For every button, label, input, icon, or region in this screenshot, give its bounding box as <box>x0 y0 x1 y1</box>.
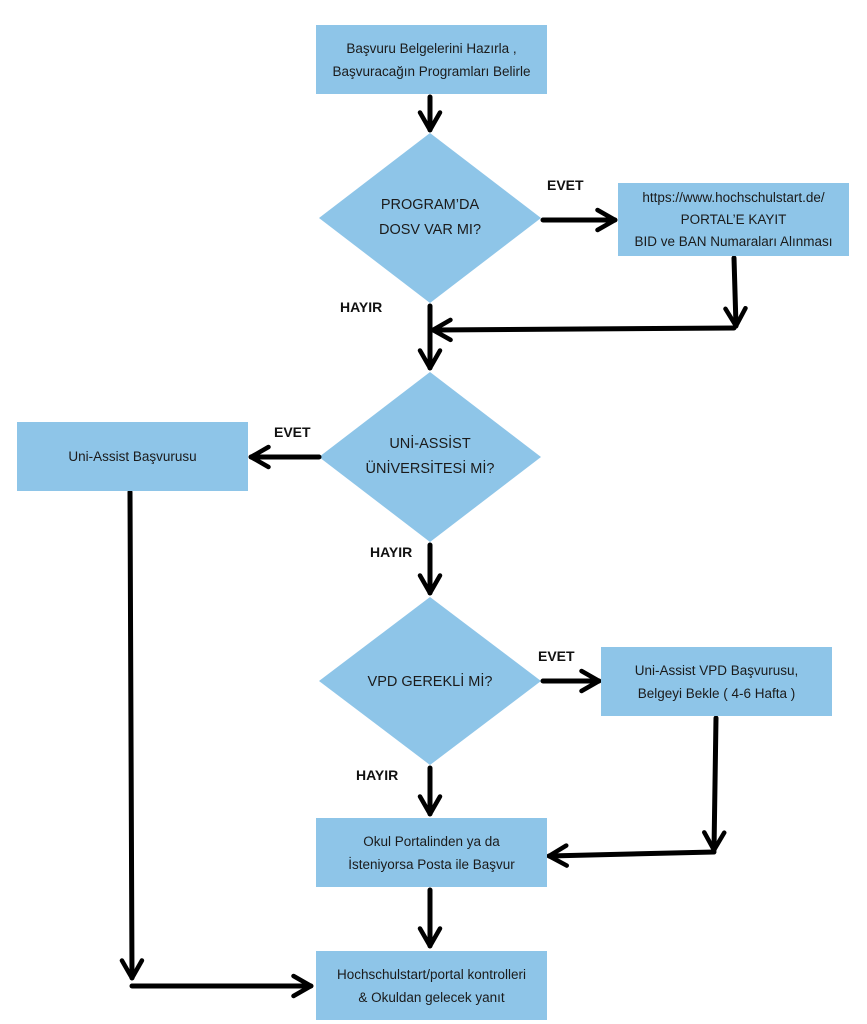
decision-dosv-line-2: DOSV VAR MI? <box>378 222 482 238</box>
edge-label-dosv-no: HAYIR <box>340 299 383 315</box>
edge-label-vpd-no: HAYIR <box>356 767 399 783</box>
edge-label-uni-no: HAYIR <box>370 544 413 560</box>
node-apply-school: Okul Portalinden ya da İsteniyorsa Posta… <box>316 818 547 887</box>
decision-uni-line-1: UNİ-ASSİST <box>389 436 471 452</box>
edge-label-dosv-yes: EVET <box>547 177 584 193</box>
node-portal-registration: https://www.hochschulstart.de/ PORTAL’E … <box>618 183 849 256</box>
node-portal-line-2: PORTAL’E KAYIT <box>680 211 787 227</box>
node-uni-assist-application: Uni-Assist Başvurusu <box>17 422 248 491</box>
decision-dosv-label: PROGRAM’DA DOSV VAR MI? <box>340 188 520 248</box>
node-vpd-line-1: Uni-Assist VPD Başvurusu, <box>634 662 799 678</box>
node-apply-line-1: Okul Portalinden ya da <box>363 833 500 849</box>
node-vpd-line-2: Belgeyi Bekle ( 4-6 Hafta ) <box>637 685 796 701</box>
decision-uni-assist-label: UNİ-ASSİST ÜNİVERSİTESİ Mİ? <box>340 427 520 487</box>
edge-label-vpd-yes: EVET <box>538 648 575 664</box>
decision-vpd-label: VPD GEREKLİ Mİ? <box>340 668 520 696</box>
arrow-uni-box-down <box>119 489 145 981</box>
edge-label-uni-yes: EVET <box>274 424 311 440</box>
node-portal-line-1: https://www.hochschulstart.de/ <box>642 189 825 205</box>
node-uni-assist-line-1: Uni-Assist Başvurusu <box>68 449 197 464</box>
arrow-vpd-box-down <box>702 715 727 853</box>
node-final-line-1: Hochschulstart/portal kontrolleri <box>336 966 527 982</box>
decision-vpd-shape <box>319 597 541 765</box>
arrow-vpd-to-apply <box>546 843 717 868</box>
node-portal-line-3: BID ve BAN Numaraları Alınması <box>634 233 833 249</box>
node-apply-line-2: İsteniyorsa Posta ile Başvur <box>348 856 515 872</box>
node-final-check: Hochschulstart/portal kontrolleri & Okul… <box>316 951 547 1020</box>
arrow-portal-down <box>723 255 748 329</box>
decision-vpd-line-1: VPD GEREKLİ Mİ? <box>367 673 493 690</box>
node-final-line-2: & Okuldan gelecek yanıt <box>358 989 505 1005</box>
decision-dosv-line-1: PROGRAM’DA <box>380 197 480 213</box>
decision-dosv-shape <box>319 133 541 303</box>
node-prepare-documents-line-2: Başvuracağın Programları Belirle <box>332 63 531 79</box>
decision-uni-line-2: ÜNİVERSİTESİ Mİ? <box>365 461 495 477</box>
node-prepare-documents-line-1: Başvuru Belgelerini Hazırla , <box>346 40 517 56</box>
node-prepare-documents: Başvuru Belgelerini Hazırla , Başvuracağ… <box>316 25 547 94</box>
node-vpd-application: Uni-Assist VPD Başvurusu, Belgeyi Bekle … <box>601 647 832 716</box>
arrow-merge-to-main <box>430 317 737 343</box>
decision-uni-assist-shape <box>319 372 541 542</box>
